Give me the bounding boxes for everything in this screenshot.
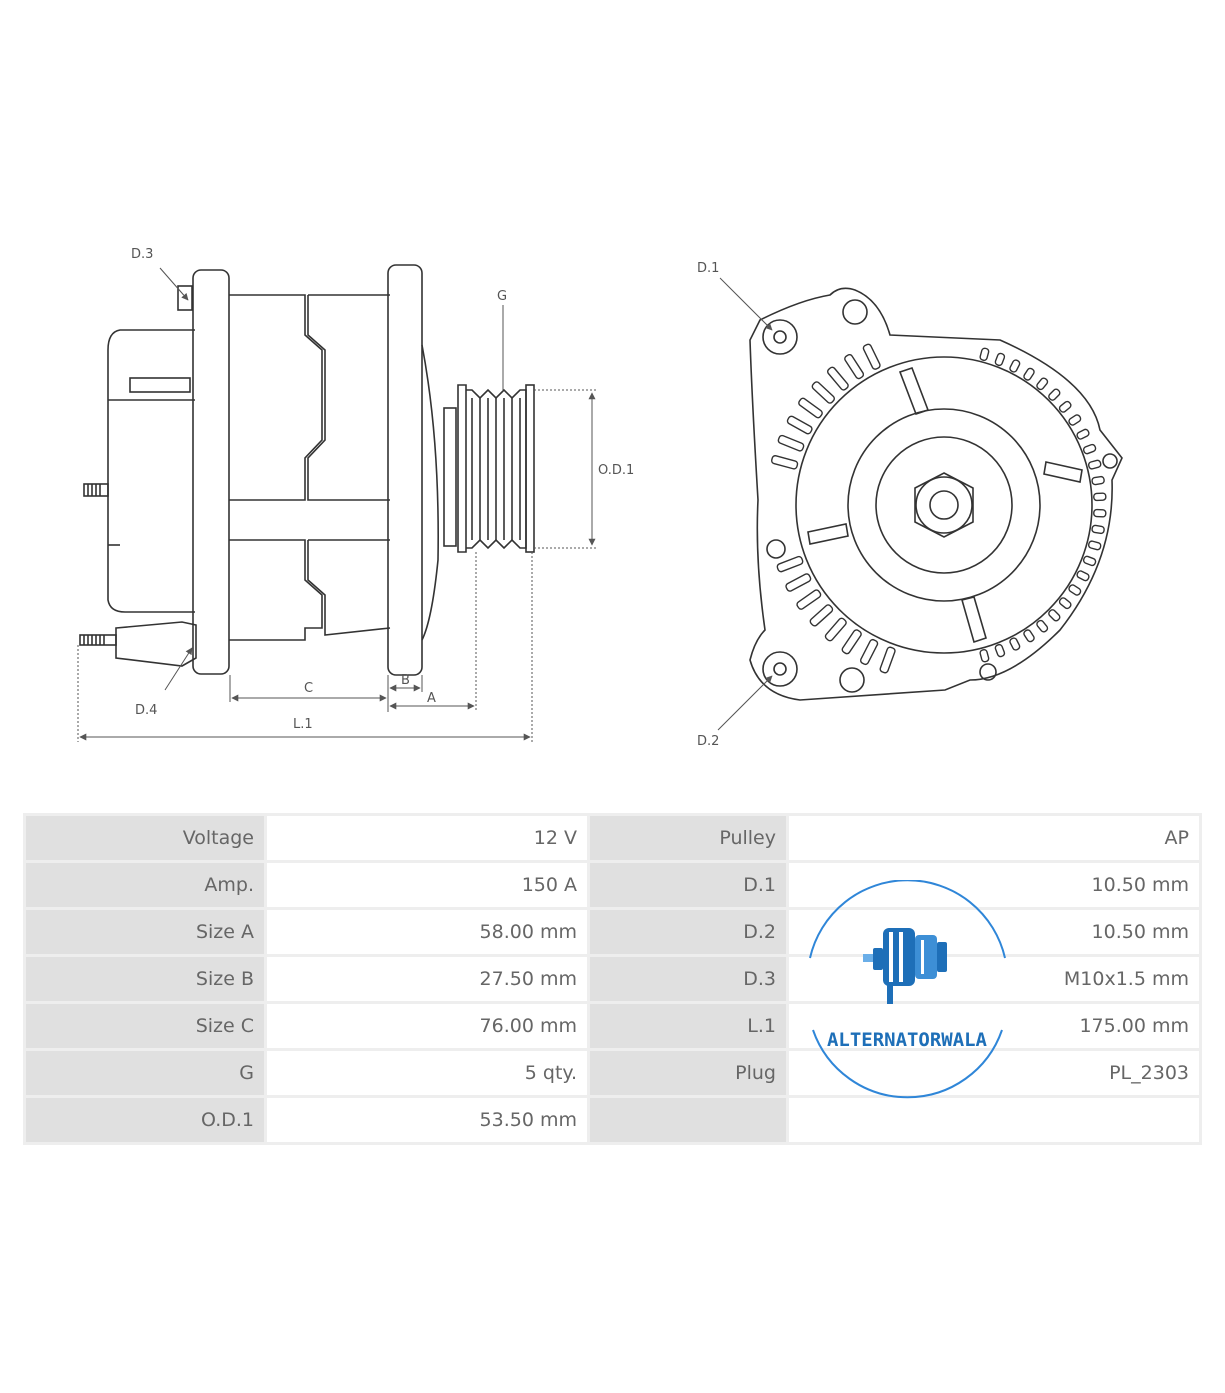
label-l1: L.1 xyxy=(293,717,313,732)
spec-label: L.1 xyxy=(590,1004,786,1048)
vent-slot xyxy=(776,555,804,573)
vent-slot xyxy=(1087,459,1102,470)
label-d3: D.3 xyxy=(131,247,153,262)
front-view-callouts xyxy=(717,277,773,731)
spec-label: Size A xyxy=(26,910,264,954)
spec-value: 10.50 mm xyxy=(789,910,1199,954)
spec-label: Plug xyxy=(590,1051,786,1095)
vent-slot xyxy=(1087,540,1102,551)
vent-slot xyxy=(1058,597,1072,610)
spec-value: 27.50 mm xyxy=(267,957,587,1001)
vent-slot xyxy=(1068,584,1082,596)
logo-text: ALTERNATORWALA xyxy=(827,1029,988,1051)
spec-label xyxy=(590,1098,786,1142)
vent-slot xyxy=(785,573,812,592)
vent-slot xyxy=(770,455,799,470)
vent-slot xyxy=(862,343,881,370)
spec-value: PL_2303 xyxy=(789,1051,1199,1095)
vent-slot xyxy=(786,415,813,435)
vent-slot xyxy=(1093,492,1107,502)
spec-value: 175.00 mm xyxy=(789,1004,1199,1048)
vent-slot xyxy=(777,434,805,452)
vent-slot xyxy=(798,397,823,419)
label-b: B xyxy=(401,673,410,688)
vent-slot xyxy=(1036,619,1049,633)
spec-label: G xyxy=(26,1051,264,1095)
vent-slot xyxy=(796,589,822,610)
vent-slot xyxy=(994,643,1006,658)
vent-slot xyxy=(1009,359,1021,373)
spec-value: AP xyxy=(789,816,1199,860)
vent-slot xyxy=(979,347,990,362)
vent-slot xyxy=(844,353,865,380)
spec-value: 76.00 mm xyxy=(267,1004,587,1048)
vent-slot xyxy=(879,646,896,674)
spec-value: 5 qty. xyxy=(267,1051,587,1095)
spec-label: Voltage xyxy=(26,816,264,860)
vent-slot xyxy=(1058,400,1072,413)
vent-slot xyxy=(811,381,835,404)
vent-slot xyxy=(827,366,849,391)
spec-label: Size B xyxy=(26,957,264,1001)
vent-slot xyxy=(1023,367,1035,381)
vent-slot xyxy=(1036,377,1049,391)
alternatorwala-logo: ALTERNATORWALA xyxy=(809,880,1006,1099)
vent-slot xyxy=(1076,570,1090,582)
spec-value: 150 A xyxy=(267,863,587,907)
vent-slot xyxy=(1009,637,1021,651)
side-view xyxy=(79,264,535,676)
side-view-dimensions xyxy=(77,267,596,742)
label-g: G xyxy=(497,289,507,304)
alternator-icon xyxy=(863,928,947,1004)
vent-slot xyxy=(824,617,847,642)
spec-label: D.2 xyxy=(590,910,786,954)
label-d1: D.1 xyxy=(697,261,719,276)
vent-slot xyxy=(1091,524,1105,535)
front-view-vents xyxy=(770,343,1107,674)
label-c: C xyxy=(304,681,313,696)
vent-slot xyxy=(841,629,862,655)
spec-label: Amp. xyxy=(26,863,264,907)
spec-value: 58.00 mm xyxy=(267,910,587,954)
vent-slot xyxy=(1048,609,1061,622)
vent-slot xyxy=(1076,428,1090,440)
vent-slot xyxy=(1091,475,1105,486)
vent-slot xyxy=(1023,629,1035,643)
spec-value xyxy=(789,1098,1199,1142)
spec-label: O.D.1 xyxy=(26,1098,264,1142)
spec-label: Pulley xyxy=(590,816,786,860)
label-od1: O.D.1 xyxy=(598,463,634,478)
spec-value: 53.50 mm xyxy=(267,1098,587,1142)
spec-value: 10.50 mm xyxy=(789,863,1199,907)
vent-slot xyxy=(1082,443,1097,455)
vent-slot xyxy=(1093,508,1107,518)
spec-value: 12 V xyxy=(267,816,587,860)
front-view xyxy=(749,287,1123,701)
spec-label: D.1 xyxy=(590,863,786,907)
vent-slot xyxy=(859,638,879,666)
label-d2: D.2 xyxy=(697,734,719,749)
label-d4: D.4 xyxy=(135,703,157,718)
spec-value: M10x1.5 mm xyxy=(789,957,1199,1001)
vent-slot xyxy=(809,604,834,627)
label-a: A xyxy=(427,691,436,706)
vent-slot xyxy=(994,352,1006,367)
vent-slot xyxy=(979,648,990,663)
vent-slot xyxy=(1048,388,1061,401)
vent-slot xyxy=(1082,555,1097,567)
spec-label: D.3 xyxy=(590,957,786,1001)
spec-label: Size C xyxy=(26,1004,264,1048)
alternator-technical-drawing: D.3 D.4 G O.D.1 C B A L.1 D.1 D.2 xyxy=(77,247,1123,749)
vent-slot xyxy=(1068,414,1082,426)
